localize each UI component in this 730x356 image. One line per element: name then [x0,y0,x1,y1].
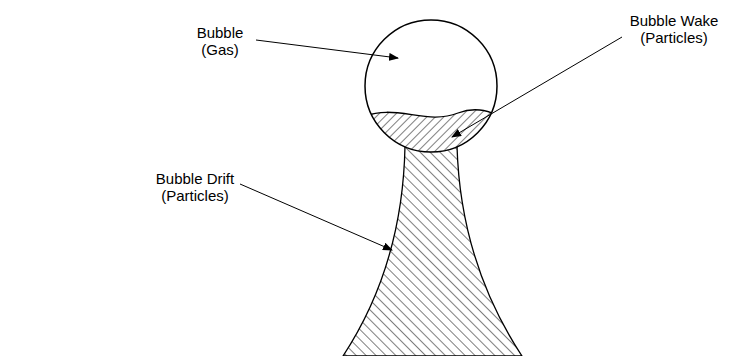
leader-line [452,37,622,137]
callout-label: Bubble Wake (Particles) [626,12,722,46]
bubble-outline [365,20,497,152]
leader-line [256,40,398,58]
callout-label: Bubble Drift (Particles) [147,170,243,204]
callout-label: Bubble (Gas) [190,24,250,58]
wake-hatch [360,110,500,170]
bubble-wake [360,110,500,170]
wake-boundary [360,110,500,118]
bubble-drift [343,146,522,356]
leader-line [240,184,392,250]
